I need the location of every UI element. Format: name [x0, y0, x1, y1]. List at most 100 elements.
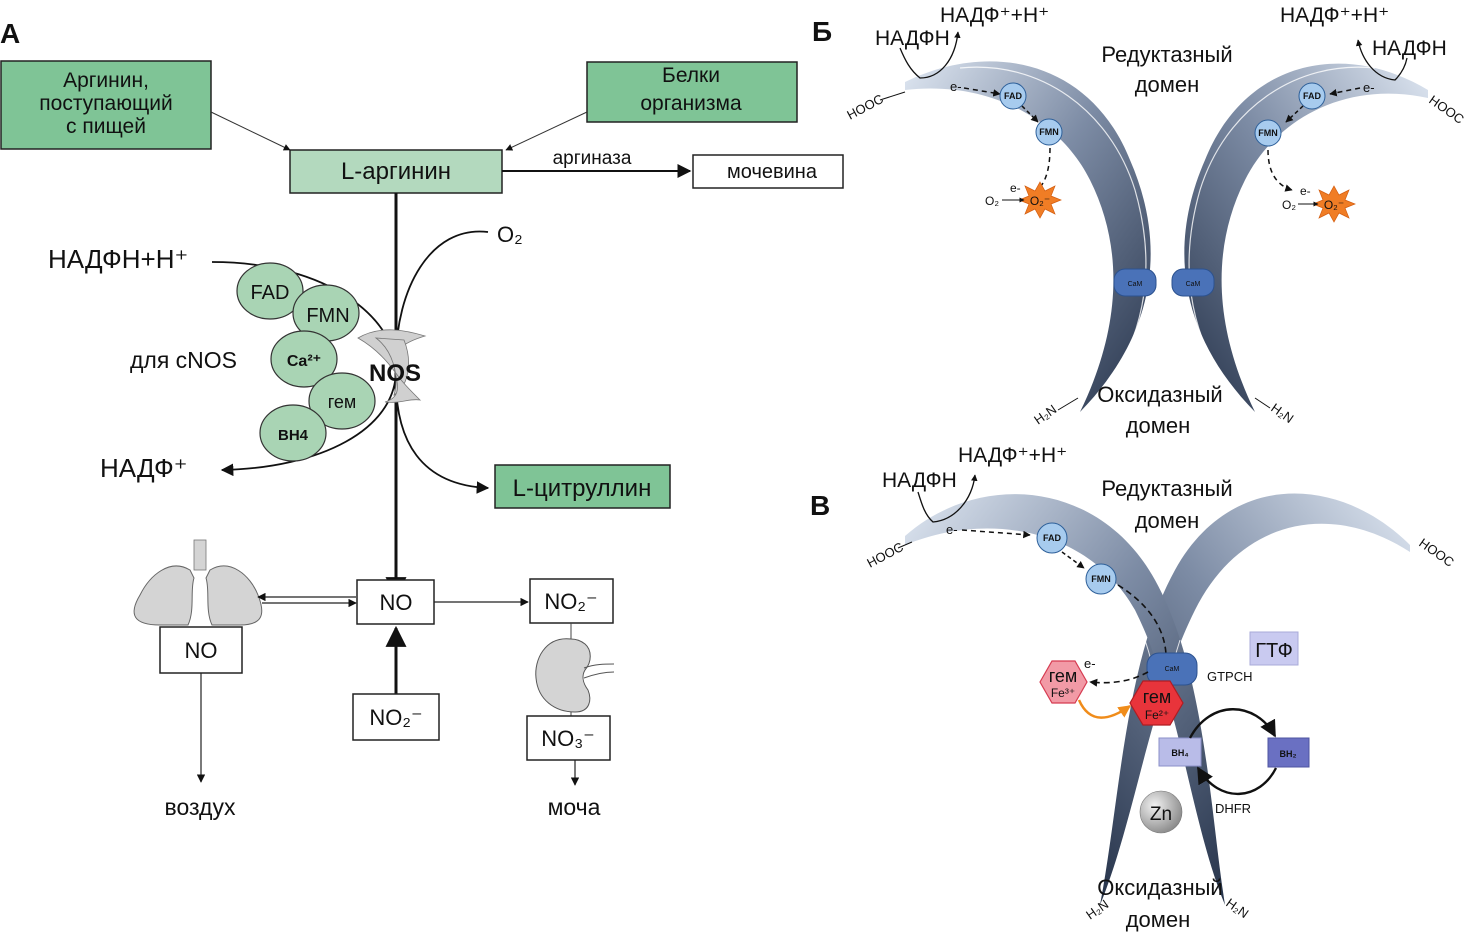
no-center-label: NO [380, 590, 413, 615]
c-fmn-cam-path [1117, 584, 1167, 656]
b-left-electron2: e- [1010, 181, 1021, 195]
b-left-protein-arm [905, 61, 1151, 412]
b-reductase-line1: Редуктазный [1101, 42, 1232, 67]
c-nterm-left: H₂N [1083, 897, 1111, 923]
heme-label: гем [328, 392, 357, 412]
cofactor-calcium: Ca²⁺ [270, 330, 338, 388]
c-cam-heme-arrow [1089, 671, 1149, 687]
b-left-cam: CaM [1113, 268, 1157, 297]
proteins-arrow [505, 111, 588, 151]
b-right-electron: e- [1363, 80, 1375, 95]
cofactor-fad: FAD [236, 262, 304, 320]
b-left-electron-arrow [963, 87, 1001, 97]
urine-label: моча [548, 794, 601, 820]
o2-label: O₂ [497, 222, 523, 247]
b-left-fad-label: FAD [1004, 91, 1023, 101]
nitrate-label: NO₃⁻ [541, 726, 595, 751]
l-arginine-box: L-аргинин [289, 149, 503, 194]
c-cterm-left-line [897, 541, 913, 549]
b-left-arm-highlight [959, 66, 1147, 401]
c-bh2-label: BH₂ [1280, 749, 1297, 759]
c-nterm-right: H₂N [1223, 895, 1251, 921]
b-right-superoxide-label: O₂⁻ [1324, 198, 1344, 212]
c-cterm-left: HOOC [864, 539, 905, 571]
diet-arrow [210, 111, 291, 151]
b-right-superoxide-star-icon: O₂⁻ [1312, 185, 1356, 223]
c-cam-label: CaM [1165, 666, 1180, 673]
urea-box: мочевина [692, 154, 844, 189]
b-right-cam: CaM [1171, 268, 1215, 297]
nadph-in-label: НАДФН+Н⁺ [48, 244, 188, 274]
c-bh4-box: BH₄ [1158, 737, 1202, 767]
c-heme-fe3-line1: гем [1049, 666, 1078, 686]
cofactor-heme: гем [308, 372, 376, 430]
c-heme-reduction-arrow [1077, 699, 1132, 719]
b-reductase-line2: домен [1135, 72, 1200, 97]
b-left-cterm: HOOC [844, 91, 885, 123]
b-right-nadph: НАДФН [1372, 37, 1447, 60]
b-left-fad-fmn-arrow [1021, 105, 1039, 123]
nadp-out-label: НАДФ⁺ [100, 453, 188, 483]
c-electron2: e- [1084, 656, 1096, 671]
c-gtp-box: ГТФ [1249, 631, 1299, 666]
c-left-protein-arm [905, 494, 1225, 905]
c-nadp: НАДФ⁺+Н⁺ [958, 444, 1067, 467]
b-left-nterm: H₂N [1031, 402, 1059, 428]
b-left-fmn-o2-arrow [1034, 147, 1051, 193]
b-right-fad: FAD [1298, 82, 1326, 110]
c-fmn-label: FMN [1091, 574, 1111, 584]
c-fad-fmn-arrow [1061, 551, 1085, 569]
b-left-cam-label: CaM [1128, 281, 1143, 288]
b-right-cam-label: CaM [1186, 281, 1201, 288]
b-left-superoxide-star-icon: O₂⁻ [1018, 181, 1062, 219]
c-fad: FAD [1036, 522, 1068, 554]
b-right-fad-fmn-arrow [1285, 105, 1304, 123]
c-heme-fe2-line1: гем [1143, 687, 1172, 707]
b-right-cterm: HOOC [1426, 92, 1467, 127]
source-diet-line3: с пищей [66, 115, 146, 138]
air-label: воздух [165, 794, 236, 820]
c-reductase-line2: домен [1135, 508, 1200, 533]
c-heme-fe3-line2: Fe³⁺ [1051, 686, 1075, 700]
fad-label: FAD [251, 282, 290, 304]
no-lungs-label: NO [185, 638, 218, 663]
c-nadph: НАДФН [882, 469, 957, 492]
c-fmn: FMN [1085, 563, 1117, 595]
b-right-nterm: H₂N [1268, 400, 1296, 426]
b-right-nadph-arrow [1355, 39, 1408, 81]
b-left-nadp: НАДФ⁺+Н⁺ [940, 4, 1049, 27]
source-diet-line2: поступающий [39, 92, 172, 115]
b-right-protein-arm [1184, 63, 1428, 413]
b-right-fmn-label: FMN [1258, 128, 1278, 138]
c-bh4-label: BH₄ [1171, 748, 1188, 758]
b-left-nadph: НАДФН [875, 27, 950, 50]
c-heme-fe2-hexagon: гем Fe²⁺ [1129, 680, 1184, 726]
urea-label: мочевина [727, 161, 818, 183]
cofactor-bh4: BH4 [259, 404, 327, 462]
nos-crescent-icon [357, 329, 427, 403]
b-right-fmn-o2-arrow [1267, 149, 1293, 192]
c-bh2-box: BH₂ [1267, 737, 1310, 768]
panel-c-label: В [810, 490, 830, 521]
c-heme-fe2-line2: Fe²⁺ [1145, 708, 1169, 722]
c-cam: CaM [1146, 652, 1198, 686]
c-oxidase-line2: домен [1126, 907, 1191, 932]
nitrite-bottom-box: NO₂⁻ [352, 693, 440, 741]
c-reductase-line1: Редуктазный [1101, 476, 1232, 501]
l-arginine-label: L-аргинин [341, 158, 451, 185]
no-lungs-box: NO [159, 626, 243, 674]
b-left-nadph-arrow [899, 31, 961, 79]
b-oxidase-line2: домен [1126, 413, 1191, 438]
c-bh2-to-bh4-arrow [1196, 766, 1278, 796]
c-nadph-arrow [917, 474, 978, 523]
c-electron1: e- [946, 522, 958, 537]
nitrite-right-label: NO₂⁻ [544, 589, 597, 614]
b-oxidase-line1: Оксидазный [1097, 382, 1222, 407]
no-center-box: NO [356, 579, 435, 625]
source-proteins-line2: организма [640, 92, 742, 115]
b-left-fad: FAD [999, 82, 1027, 110]
source-proteins-box: Белки организма [586, 61, 798, 123]
panel-b-label: Б [812, 16, 832, 47]
b-left-nterm-line [1057, 397, 1079, 411]
